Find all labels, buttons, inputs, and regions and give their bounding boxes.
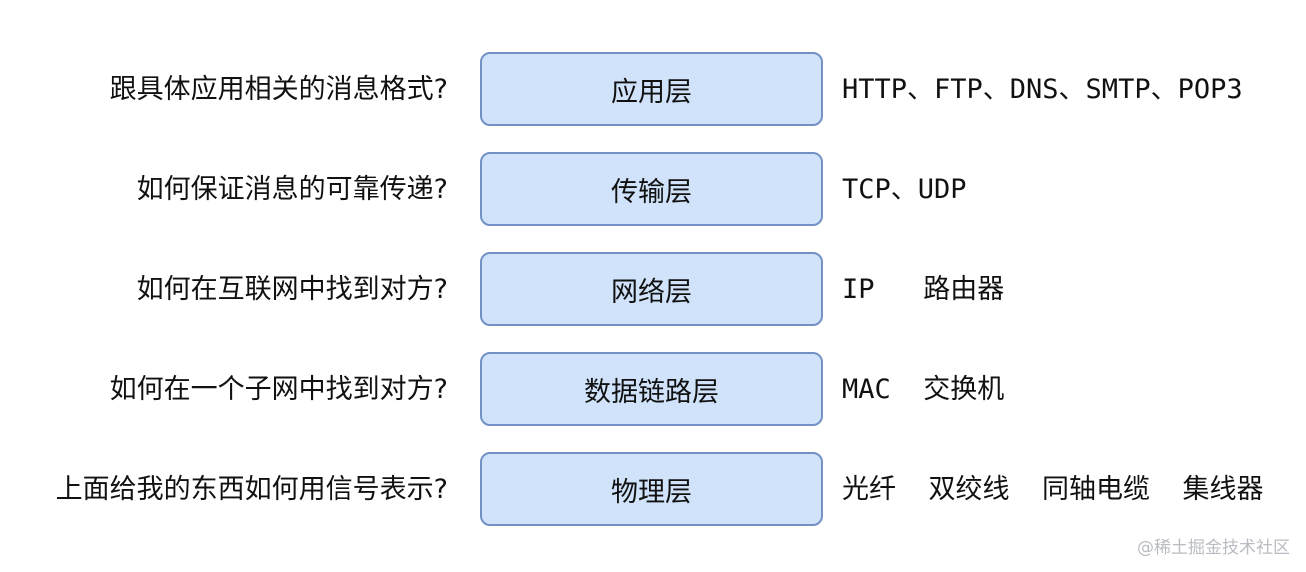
layer-box-data-link: 数据链路层 <box>480 352 823 426</box>
layer-examples: TCP、UDP <box>842 174 967 205</box>
layer-row-network: 如何在互联网中找到对方? 网络层 IP 路由器 <box>0 252 1306 328</box>
layer-box-network: 网络层 <box>480 252 823 326</box>
layer-question: 如何在一个子网中找到对方? <box>109 374 448 405</box>
layer-question: 跟具体应用相关的消息格式? <box>109 74 448 105</box>
layer-box-application: 应用层 <box>480 52 823 126</box>
layer-examples: MAC 交换机 <box>842 374 1005 405</box>
layer-box-physical: 物理层 <box>480 452 823 526</box>
layer-examples: IP 路由器 <box>842 274 1005 305</box>
layer-row-physical: 上面给我的东西如何用信号表示? 物理层 光纤 双绞线 同轴电缆 集线器 <box>0 452 1306 528</box>
layer-question: 如何在互联网中找到对方? <box>136 274 448 305</box>
layer-row-data-link: 如何在一个子网中找到对方? 数据链路层 MAC 交换机 <box>0 352 1306 428</box>
layer-box-transport: 传输层 <box>480 152 823 226</box>
layer-examples: 光纤 双绞线 同轴电缆 集线器 <box>842 474 1264 505</box>
layer-row-transport: 如何保证消息的可靠传递? 传输层 TCP、UDP <box>0 152 1306 228</box>
layer-question: 上面给我的东西如何用信号表示? <box>55 474 448 505</box>
layer-question: 如何保证消息的可靠传递? <box>136 174 448 205</box>
layer-row-application: 跟具体应用相关的消息格式? 应用层 HTTP、FTP、DNS、SMTP、POP3 <box>0 52 1306 128</box>
layer-examples: HTTP、FTP、DNS、SMTP、POP3 <box>842 74 1243 105</box>
watermark: @稀土掘金技术社区 <box>1137 538 1290 558</box>
